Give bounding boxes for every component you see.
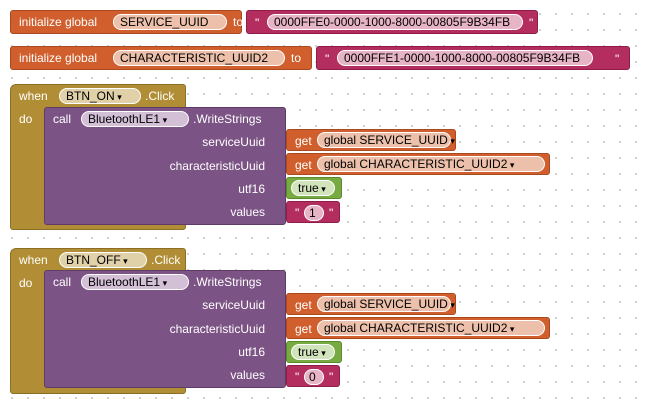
call-label: call: [53, 112, 72, 126]
open-quote-icon: ": [295, 370, 300, 384]
target-component-dropdown[interactable]: BluetoothLE1: [81, 274, 189, 290]
param-serviceuuid-label: serviceUuid: [202, 298, 265, 312]
to-label: to: [291, 51, 302, 65]
get-characteristic-uuid2-block[interactable]: get global CHARACTERISTIC_UUID2: [286, 153, 550, 175]
open-quote-icon: ": [295, 206, 300, 220]
get-service-uuid-block[interactable]: get global SERVICE_UUID: [286, 293, 456, 315]
call-writestrings-block[interactable]: call BluetoothLE1 .WriteStrings serviceU…: [44, 270, 286, 388]
to-label: to: [233, 15, 244, 29]
param-characteristicuuid-label: characteristicUuid: [169, 322, 265, 336]
variable-dropdown[interactable]: global SERVICE_UUID: [317, 296, 451, 312]
get-characteristic-uuid2-block[interactable]: get global CHARACTERISTIC_UUID2: [286, 317, 550, 339]
when-label: when: [19, 253, 48, 267]
text-value-block[interactable]: " 0 ": [286, 365, 340, 387]
target-component-dropdown[interactable]: BluetoothLE1: [81, 111, 189, 127]
call-label: call: [53, 275, 72, 289]
text-value-field[interactable]: 0000FFE1-0000-1000-8000-00805F9B34FB: [337, 50, 593, 66]
param-serviceuuid-label: serviceUuid: [202, 135, 265, 149]
when-label: when: [19, 89, 48, 103]
boolean-dropdown[interactable]: true: [291, 344, 335, 360]
do-label: do: [19, 276, 33, 290]
param-utf16-label: utf16: [238, 345, 265, 359]
param-utf16-label: utf16: [238, 182, 265, 196]
text-value-block[interactable]: " 1 ": [286, 201, 340, 223]
event-name-label: .Click: [145, 89, 175, 103]
global-name-field[interactable]: CHARACTERISTIC_UUID2: [113, 50, 285, 66]
text-block-characteristic-uuid2[interactable]: " 0000FFE1-0000-1000-8000-00805F9B34FB ": [316, 46, 630, 70]
close-quote-icon: ": [329, 206, 334, 220]
close-quote-icon: ": [329, 370, 334, 384]
logic-true-block[interactable]: true: [286, 341, 342, 363]
call-writestrings-block[interactable]: call BluetoothLE1 .WriteStrings serviceU…: [44, 107, 286, 225]
variable-dropdown[interactable]: global CHARACTERISTIC_UUID2: [317, 320, 545, 336]
open-quote-icon: ": [325, 52, 330, 66]
method-name-label: .WriteStrings: [193, 112, 262, 126]
boolean-dropdown[interactable]: true: [291, 180, 335, 196]
close-quote-icon: ": [615, 52, 620, 66]
do-label: do: [19, 112, 33, 126]
close-quote-icon: ": [529, 16, 534, 30]
initialize-global-characteristic-uuid2-block[interactable]: initialize global CHARACTERISTIC_UUID2 t…: [10, 46, 312, 70]
text-value-field[interactable]: 1: [304, 205, 324, 221]
get-label: get: [295, 298, 312, 312]
get-label: get: [295, 134, 312, 148]
component-dropdown[interactable]: BTN_OFF: [59, 252, 147, 268]
method-name-label: .WriteStrings: [193, 275, 262, 289]
text-value-field[interactable]: 0: [304, 369, 324, 385]
get-label: get: [295, 322, 312, 336]
open-quote-icon: ": [255, 16, 260, 30]
text-block-service-uuid[interactable]: " 0000FFE0-0000-1000-8000-00805F9B34FB ": [246, 10, 538, 34]
logic-true-block[interactable]: true: [286, 177, 342, 199]
param-characteristicuuid-label: characteristicUuid: [169, 159, 265, 173]
variable-dropdown[interactable]: global CHARACTERISTIC_UUID2: [317, 156, 545, 172]
global-name-field[interactable]: SERVICE_UUID: [113, 14, 227, 30]
initialize-global-label: initialize global: [19, 15, 98, 29]
initialize-global-label: initialize global: [19, 51, 98, 65]
param-values-label: values: [230, 205, 265, 219]
event-name-label: .Click: [151, 253, 181, 267]
get-service-uuid-block[interactable]: get global SERVICE_UUID: [286, 129, 456, 151]
variable-dropdown[interactable]: global SERVICE_UUID: [317, 132, 451, 148]
get-label: get: [295, 158, 312, 172]
param-values-label: values: [230, 368, 265, 382]
component-dropdown[interactable]: BTN_ON: [59, 88, 141, 104]
initialize-global-service-uuid-block[interactable]: initialize global SERVICE_UUID to: [10, 10, 244, 34]
text-value-field[interactable]: 0000FFE0-0000-1000-8000-00805F9B34FB: [267, 14, 523, 30]
